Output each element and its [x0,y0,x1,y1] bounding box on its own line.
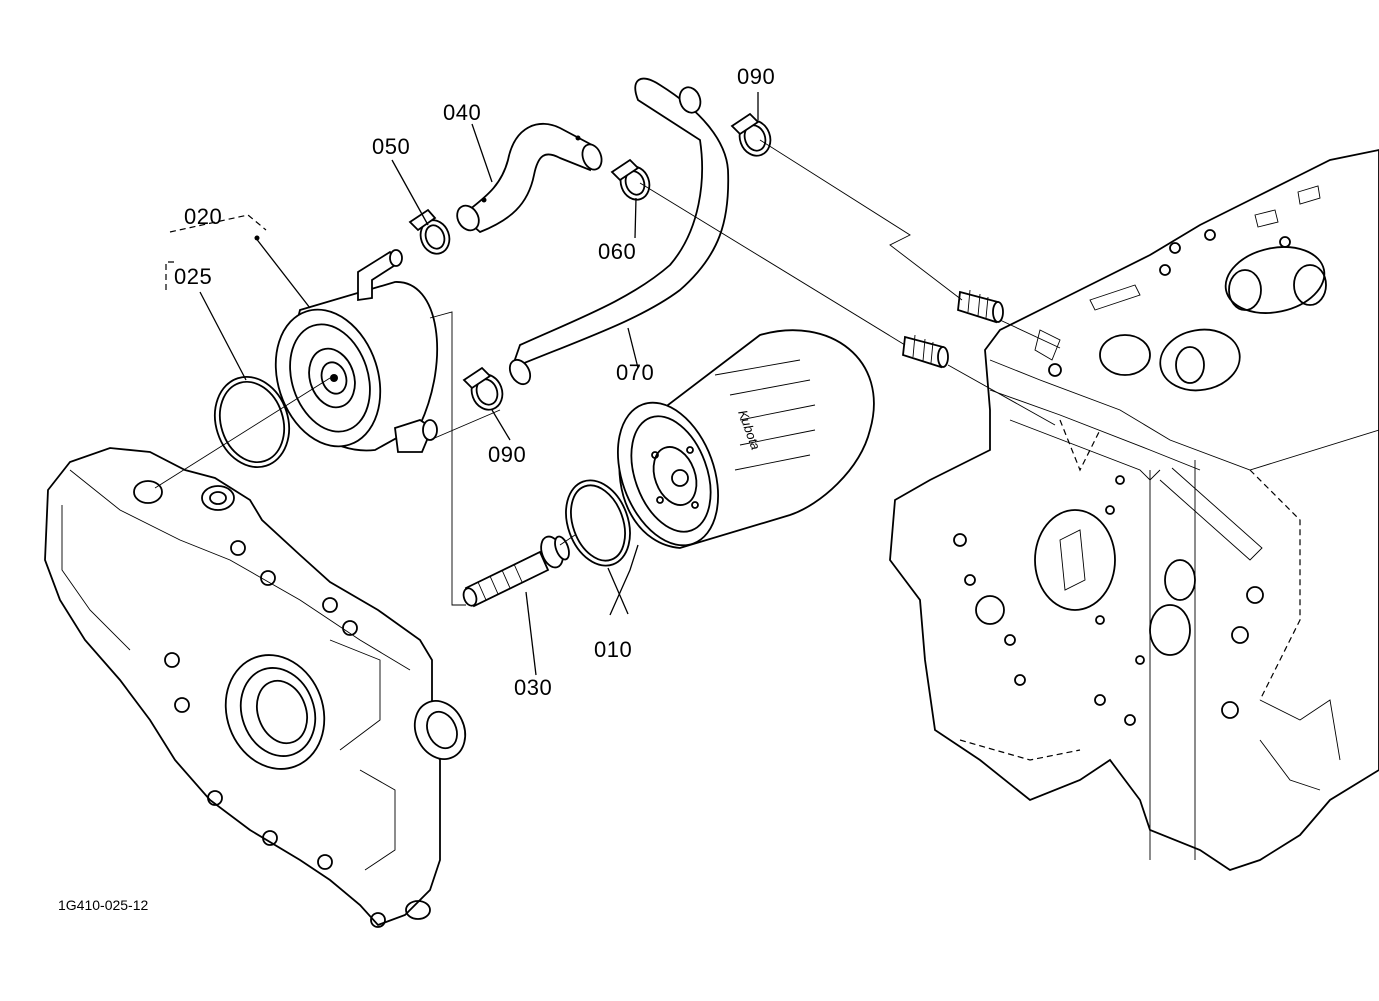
label-030: 030 [514,675,552,700]
gear-case-cover [44,447,467,928]
label-040: 040 [443,100,481,125]
label-010: 010 [594,637,632,662]
o-ring-025 [214,375,290,469]
hose-040 [456,122,603,234]
label-050: 050 [372,134,410,159]
filter-gasket [565,479,631,567]
hose-clamp-090-mid [462,366,504,411]
label-025: 025 [174,264,212,289]
hose-clamp-050 [408,208,451,255]
part-labels: 010 020 025 030 040 050 060 070 090 090 [174,64,775,700]
drawing-number: 1G410-025-12 [58,897,149,913]
label-020: 020 [184,204,222,229]
hose-070 [508,77,730,386]
label-060: 060 [598,239,636,264]
label-090-top: 090 [737,64,775,89]
fitting-lower [902,334,949,369]
leader-lines [165,92,759,676]
oil-filter: Kubota [617,329,875,549]
hose-clamp-060 [610,158,651,201]
oil-cooler [274,249,439,453]
center-pipe [462,535,570,608]
engine-block [889,149,1379,871]
alignment-lines [154,139,1061,606]
label-070: 070 [616,360,654,385]
hose-clamp-090-top [730,112,772,157]
label-090-mid: 090 [488,442,526,467]
fitting-upper [957,289,1004,324]
